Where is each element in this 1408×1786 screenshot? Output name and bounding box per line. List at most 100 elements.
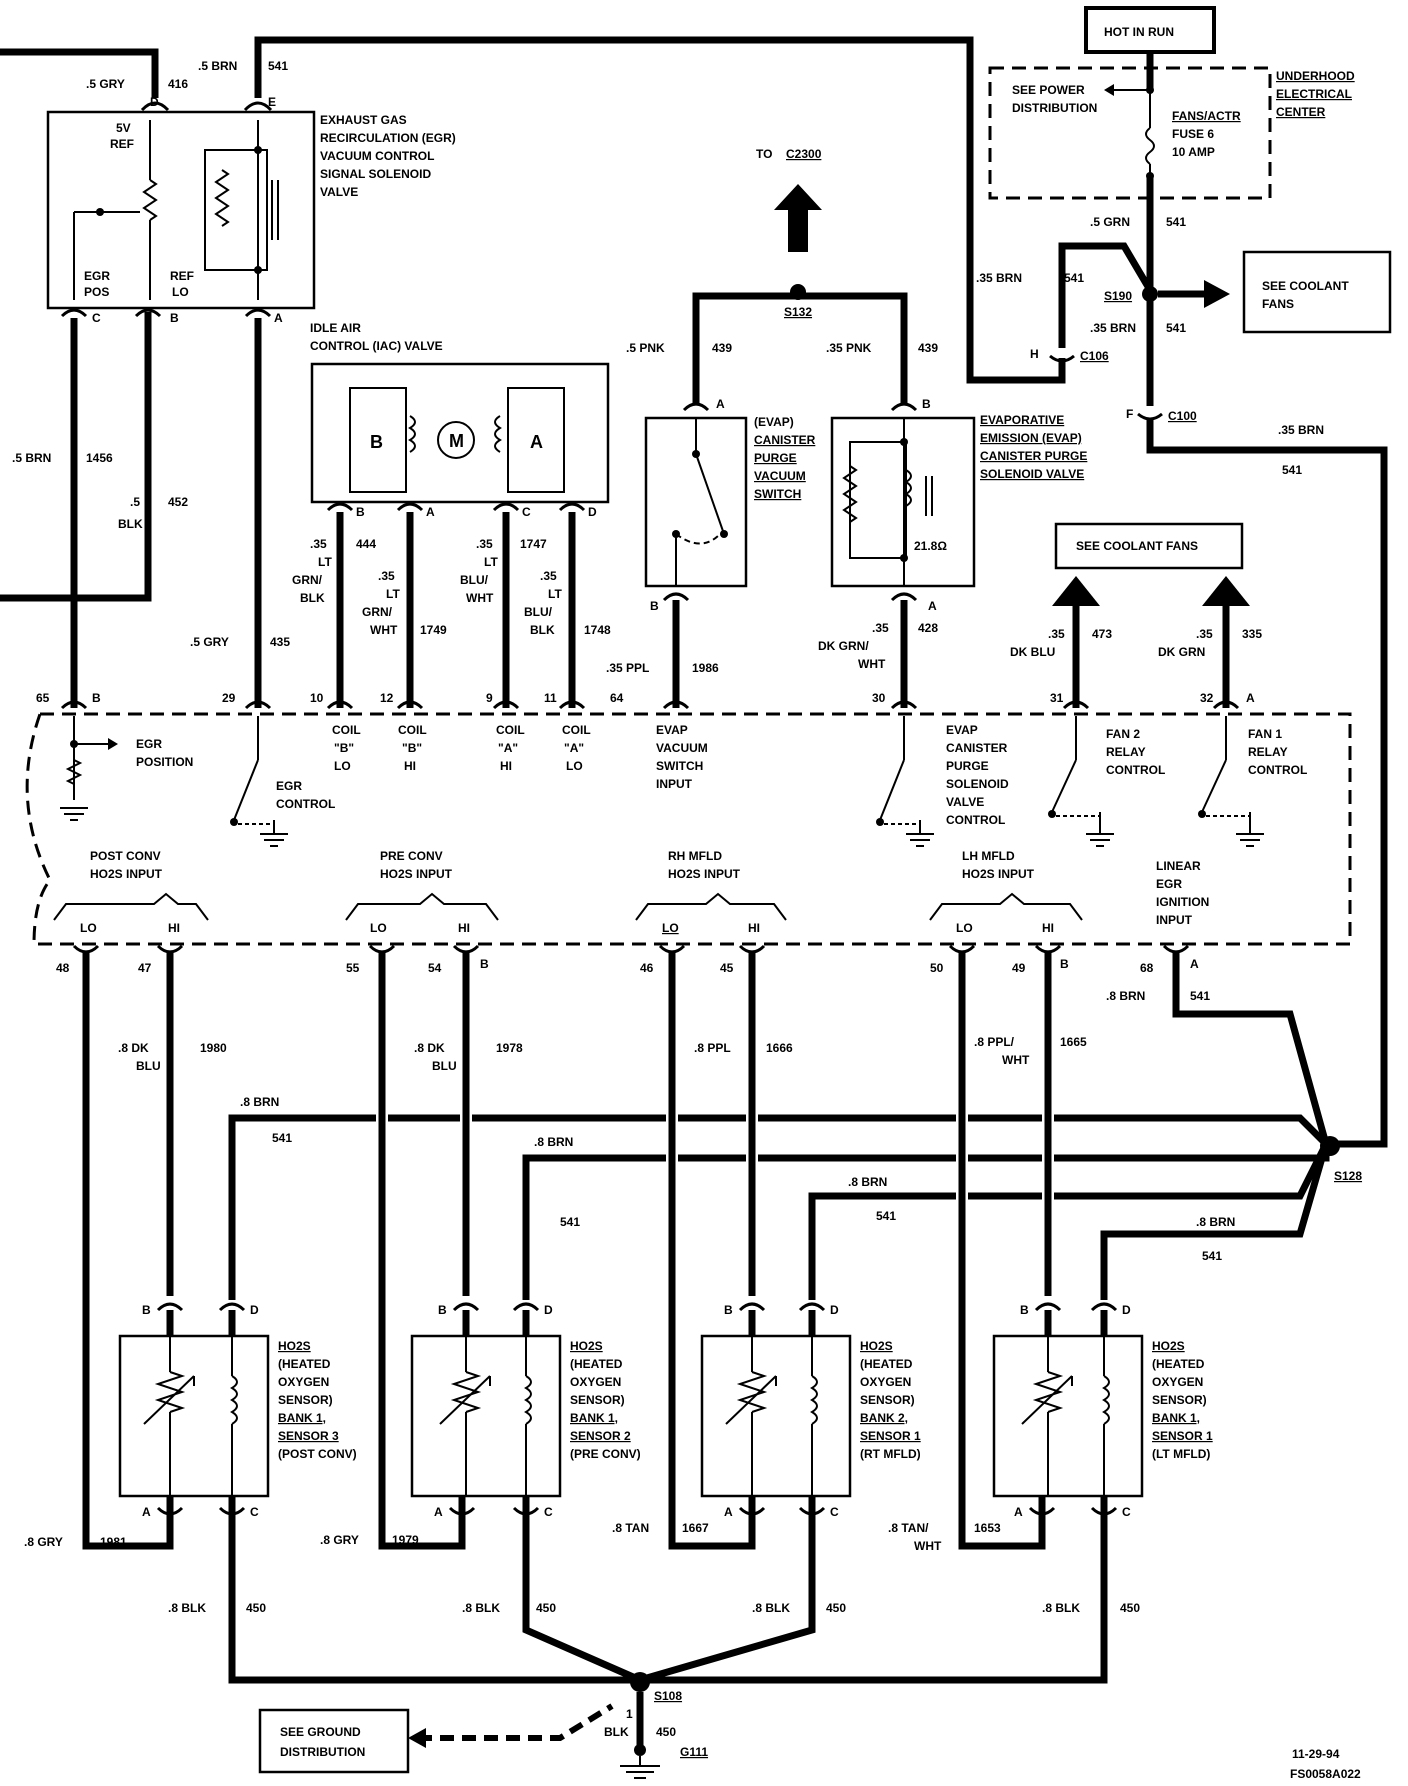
wire-label: .8 BRN bbox=[240, 1095, 279, 1109]
pcm-label: SOLENOID bbox=[946, 777, 1009, 791]
wire-label: 1980 bbox=[200, 1041, 227, 1055]
sensor-label: HO2S bbox=[860, 1339, 893, 1353]
wire-label: 1979 bbox=[392, 1533, 419, 1547]
pcm-label: LINEAR bbox=[1156, 859, 1201, 873]
wire-label: DK GRN/ bbox=[818, 639, 869, 653]
egr-pos-label: POS bbox=[84, 285, 109, 299]
egr-ref-label: REF bbox=[110, 137, 134, 151]
sensor-label: (POST CONV) bbox=[278, 1447, 357, 1461]
sensor-label: (HEATED bbox=[1152, 1357, 1205, 1371]
pin-label: B bbox=[356, 505, 365, 519]
wire-label: 541 bbox=[1282, 463, 1302, 477]
pin-number: 9 bbox=[486, 691, 493, 705]
wire-label: .35 PNK bbox=[826, 341, 872, 355]
connector bbox=[448, 1506, 476, 1516]
wire-label: 541 bbox=[268, 59, 288, 73]
see-coolant-fans-label: SEE COOLANT FANS bbox=[1076, 539, 1198, 553]
pin-label: A bbox=[1246, 691, 1255, 705]
wire-label: 1667 bbox=[682, 1521, 709, 1535]
wire-label: .35 bbox=[1048, 627, 1065, 641]
s108-label: S108 bbox=[654, 1689, 682, 1703]
sensor-label: HO2S bbox=[1152, 1339, 1185, 1353]
pin-label: D bbox=[250, 1303, 259, 1317]
s190-label: S190 bbox=[1104, 289, 1132, 303]
wire-label: 541 bbox=[1202, 1249, 1222, 1263]
fuse-label: 10 AMP bbox=[1172, 145, 1215, 159]
evap-vacuum-switch: A B (EVAP) CANISTER PURGE VACUUM SWITCH bbox=[644, 397, 816, 613]
pcm-label: CONTROL bbox=[946, 813, 1005, 827]
sensor-label: (HEATED bbox=[278, 1357, 331, 1371]
egr-title: VALVE bbox=[320, 185, 358, 199]
footer-code: FS0058A022 bbox=[1290, 1767, 1361, 1781]
wire-label: 450 bbox=[536, 1601, 556, 1615]
wire-label: GRN/ bbox=[292, 573, 323, 587]
iac-coil-b: B bbox=[370, 432, 383, 452]
pcm-module: 65 B 29 10 12 9 11 64 30 31 32 A EGR POS… bbox=[25, 691, 1352, 946]
connector bbox=[156, 1302, 184, 1312]
pin-label: B bbox=[480, 957, 489, 971]
wire-label: .5 GRN bbox=[1090, 215, 1130, 229]
wire-label: BLU bbox=[136, 1059, 161, 1073]
pin-number: 31 bbox=[1050, 691, 1064, 705]
wire-label: .8 BLK bbox=[752, 1601, 790, 1615]
wire-label: 1747 bbox=[520, 537, 547, 551]
wire-label: .5 BRN bbox=[12, 451, 51, 465]
pin-label: D bbox=[544, 1303, 553, 1317]
pcm-label: FAN 2 bbox=[1106, 727, 1140, 741]
footer-date: 11-29-94 bbox=[1292, 1747, 1340, 1761]
pcm-label: HO2S INPUT bbox=[962, 867, 1035, 881]
wire-label: 435 bbox=[270, 635, 290, 649]
wire-label: 541 bbox=[1064, 271, 1084, 285]
pin-label: E bbox=[268, 95, 276, 109]
hi-label: HI bbox=[458, 921, 470, 935]
pcm-label: CONTROL bbox=[1106, 763, 1165, 777]
wire-label: .5 GRY bbox=[190, 635, 229, 649]
sensor-label: SENSOR 1 bbox=[860, 1429, 921, 1443]
pcm-label: CONTROL bbox=[1248, 763, 1307, 777]
wire-label: WHT bbox=[914, 1539, 942, 1553]
iac-coil-a: A bbox=[530, 432, 543, 452]
connector bbox=[798, 1506, 826, 1516]
wire-label: .35 bbox=[872, 621, 889, 635]
pcm-label: "B" bbox=[402, 741, 422, 755]
pin-label: B bbox=[438, 1303, 447, 1317]
sensor-label: BANK 1, bbox=[278, 1411, 326, 1425]
pin-number: 68 bbox=[1140, 961, 1154, 975]
pcm-label: CANISTER bbox=[946, 741, 1008, 755]
wire-label: BLK bbox=[118, 517, 143, 531]
wire-label: .35 BRN bbox=[1278, 423, 1324, 437]
pin-label: H bbox=[1030, 347, 1039, 361]
wire-label: 450 bbox=[656, 1725, 676, 1739]
see-power-label: DISTRIBUTION bbox=[1012, 101, 1097, 115]
iac-title: CONTROL (IAC) VALVE bbox=[310, 339, 443, 353]
wire-label: WHT bbox=[370, 623, 398, 637]
pcm-label: POSITION bbox=[136, 755, 193, 769]
sensor-label: SENSOR 1 bbox=[1152, 1429, 1213, 1443]
pcm-label: COIL bbox=[496, 723, 525, 737]
pin-label: C bbox=[544, 1505, 553, 1519]
wire-label: .8 TAN bbox=[612, 1521, 649, 1535]
pin-number: 47 bbox=[138, 961, 152, 975]
pcm-label: LO bbox=[334, 759, 351, 773]
pin-label: A bbox=[716, 397, 725, 411]
pin-number: 10 bbox=[310, 691, 324, 705]
pcm-label: COIL bbox=[562, 723, 591, 737]
pcm-label: EGR bbox=[1156, 877, 1182, 891]
sensor-box bbox=[410, 1334, 562, 1498]
evap-sol-title: EMISSION (EVAP) bbox=[980, 431, 1082, 445]
pin-label: A bbox=[1190, 957, 1199, 971]
fuse-label: FANS/ACTR bbox=[1172, 109, 1241, 123]
iac-motor: M bbox=[449, 431, 464, 451]
pin-label: B bbox=[1020, 1303, 1029, 1317]
wire-label: .8 PPL/ bbox=[974, 1035, 1015, 1049]
wire-label: .8 BLK bbox=[462, 1601, 500, 1615]
to-label: TO bbox=[756, 147, 772, 161]
c100-label: C100 bbox=[1168, 409, 1197, 423]
egr-title: SIGNAL SOLENOID bbox=[320, 167, 431, 181]
pin-label: A bbox=[426, 505, 435, 519]
connector bbox=[1028, 1506, 1056, 1516]
pcm-label: CONTROL bbox=[276, 797, 335, 811]
wire-label: .8 BRN bbox=[848, 1175, 887, 1189]
connector bbox=[512, 1302, 540, 1312]
